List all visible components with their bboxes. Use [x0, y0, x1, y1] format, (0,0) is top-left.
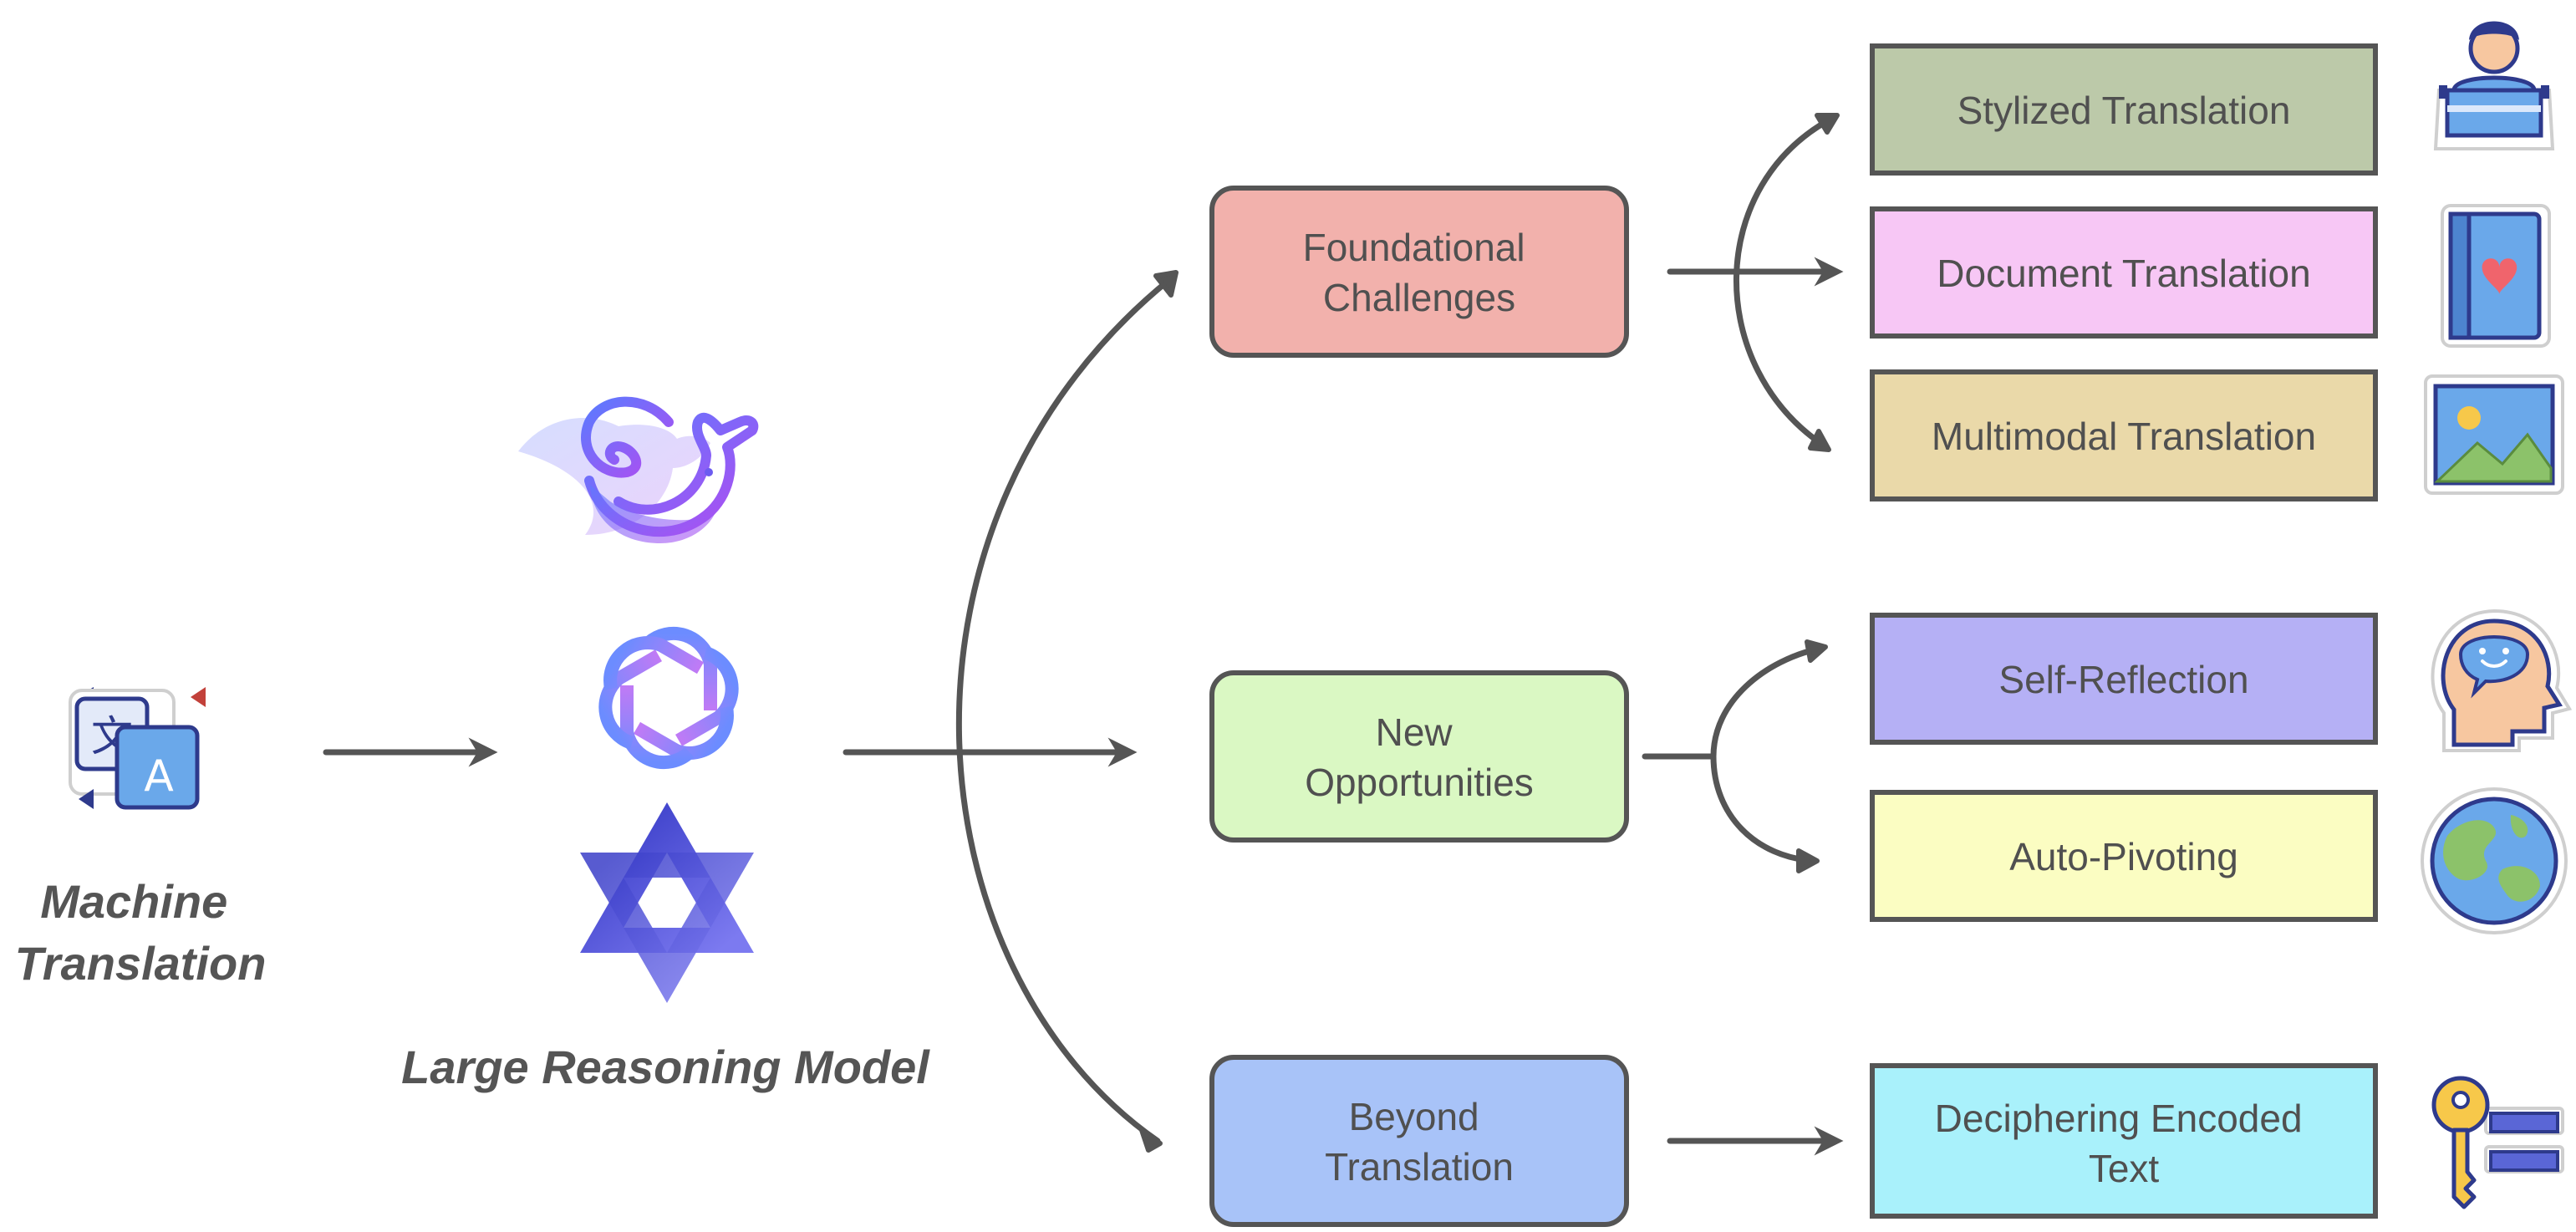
- child-document-translation: Document Translation: [1870, 206, 2378, 339]
- source-label-line1: Machine: [40, 875, 227, 928]
- branch-label-line: Foundational: [1303, 226, 1525, 269]
- book-icon: [2441, 204, 2551, 348]
- arrow-opportunities-to-self-reflection: [1710, 644, 1825, 760]
- branch-box: [1209, 186, 1629, 358]
- child-label: Self-Reflection: [1998, 658, 2248, 701]
- typist-icon: [2433, 21, 2555, 150]
- child-label: Stylized Translation: [1957, 89, 2291, 132]
- arrow-challenges-to-stylized-and-multimodal: [1733, 114, 1838, 451]
- child-auto-pivoting: Auto-Pivoting: [1870, 790, 2378, 922]
- child-box: [1870, 613, 2378, 745]
- qwen-star-icon: [580, 802, 754, 1003]
- child-deciphering-encoded-text: Deciphering Encoded Text: [1870, 1063, 2378, 1219]
- arrowhead-multimodal: [1808, 429, 1831, 452]
- child-label: Multimodal Translation: [1932, 415, 2316, 458]
- child-multimodal-translation: Multimodal Translation: [1870, 369, 2378, 501]
- arrowhead-self-reflection: [1805, 639, 1828, 663]
- child-label-line: Deciphering Encoded: [1935, 1097, 2303, 1140]
- child-box: [1870, 369, 2378, 501]
- child-box: [1870, 790, 2378, 922]
- openai-knot-icon: [598, 626, 739, 770]
- deepseek-whale-icon: [518, 396, 759, 543]
- branch-label-line: Beyond: [1349, 1095, 1479, 1138]
- arrow-opportunities-to-auto-pivoting: [1710, 753, 1817, 864]
- child-self-reflection: Self-Reflection: [1870, 613, 2378, 745]
- child-box: [1870, 206, 2378, 339]
- branch-box: [1209, 1055, 1629, 1227]
- branch-box: [1209, 670, 1629, 843]
- branch-label-line: Opportunities: [1305, 761, 1534, 804]
- arrow-models-to-challenges: [955, 272, 1178, 1144]
- arrowhead-auto-pivoting: [1796, 848, 1820, 873]
- model-group-label: Large Reasoning Model: [401, 1041, 930, 1093]
- child-label-line: Text: [2089, 1147, 2160, 1190]
- thinking-head-icon: [2431, 608, 2573, 752]
- child-label: Deciphering Encoded Text: [1935, 1097, 2314, 1190]
- branch-label-line: New: [1376, 710, 1453, 754]
- svg-text:Beyond Translation: Beyond Translation: [1325, 1095, 1514, 1189]
- globe-icon: [2421, 787, 2568, 934]
- arrowhead-challenges: [1153, 270, 1179, 298]
- key-icon: [2431, 1076, 2564, 1209]
- branch-new-opportunities: New Opportunities: [1209, 670, 1629, 843]
- branch-foundational-challenges: Foundational Challenges: [1209, 186, 1629, 358]
- branch-label-line: Challenges: [1323, 276, 1515, 319]
- arrowhead-beyond: [1139, 1128, 1163, 1153]
- child-label: Document Translation: [1937, 252, 2310, 295]
- branch-beyond-translation: Beyond Translation: [1209, 1055, 1629, 1227]
- image-icon: [2424, 374, 2564, 495]
- source-label-line2: Translation: [15, 937, 267, 990]
- svg-text:New Opportunities: New Opportunities: [1305, 710, 1534, 804]
- svg-text:A: A: [144, 751, 174, 802]
- source-label: Machine Translation: [15, 875, 267, 990]
- svg-text:Foundational Challenges: Foundational Challenges: [1303, 226, 1536, 319]
- branch-label-line: Translation: [1325, 1145, 1514, 1189]
- child-label: Auto-Pivoting: [2009, 835, 2238, 878]
- child-stylized-translation: Stylized Translation: [1870, 43, 2378, 176]
- child-box: [1870, 1063, 2378, 1219]
- arrowhead-stylized: [1815, 113, 1840, 135]
- child-box: [1870, 43, 2378, 176]
- translate-icon: 文 A: [69, 687, 206, 810]
